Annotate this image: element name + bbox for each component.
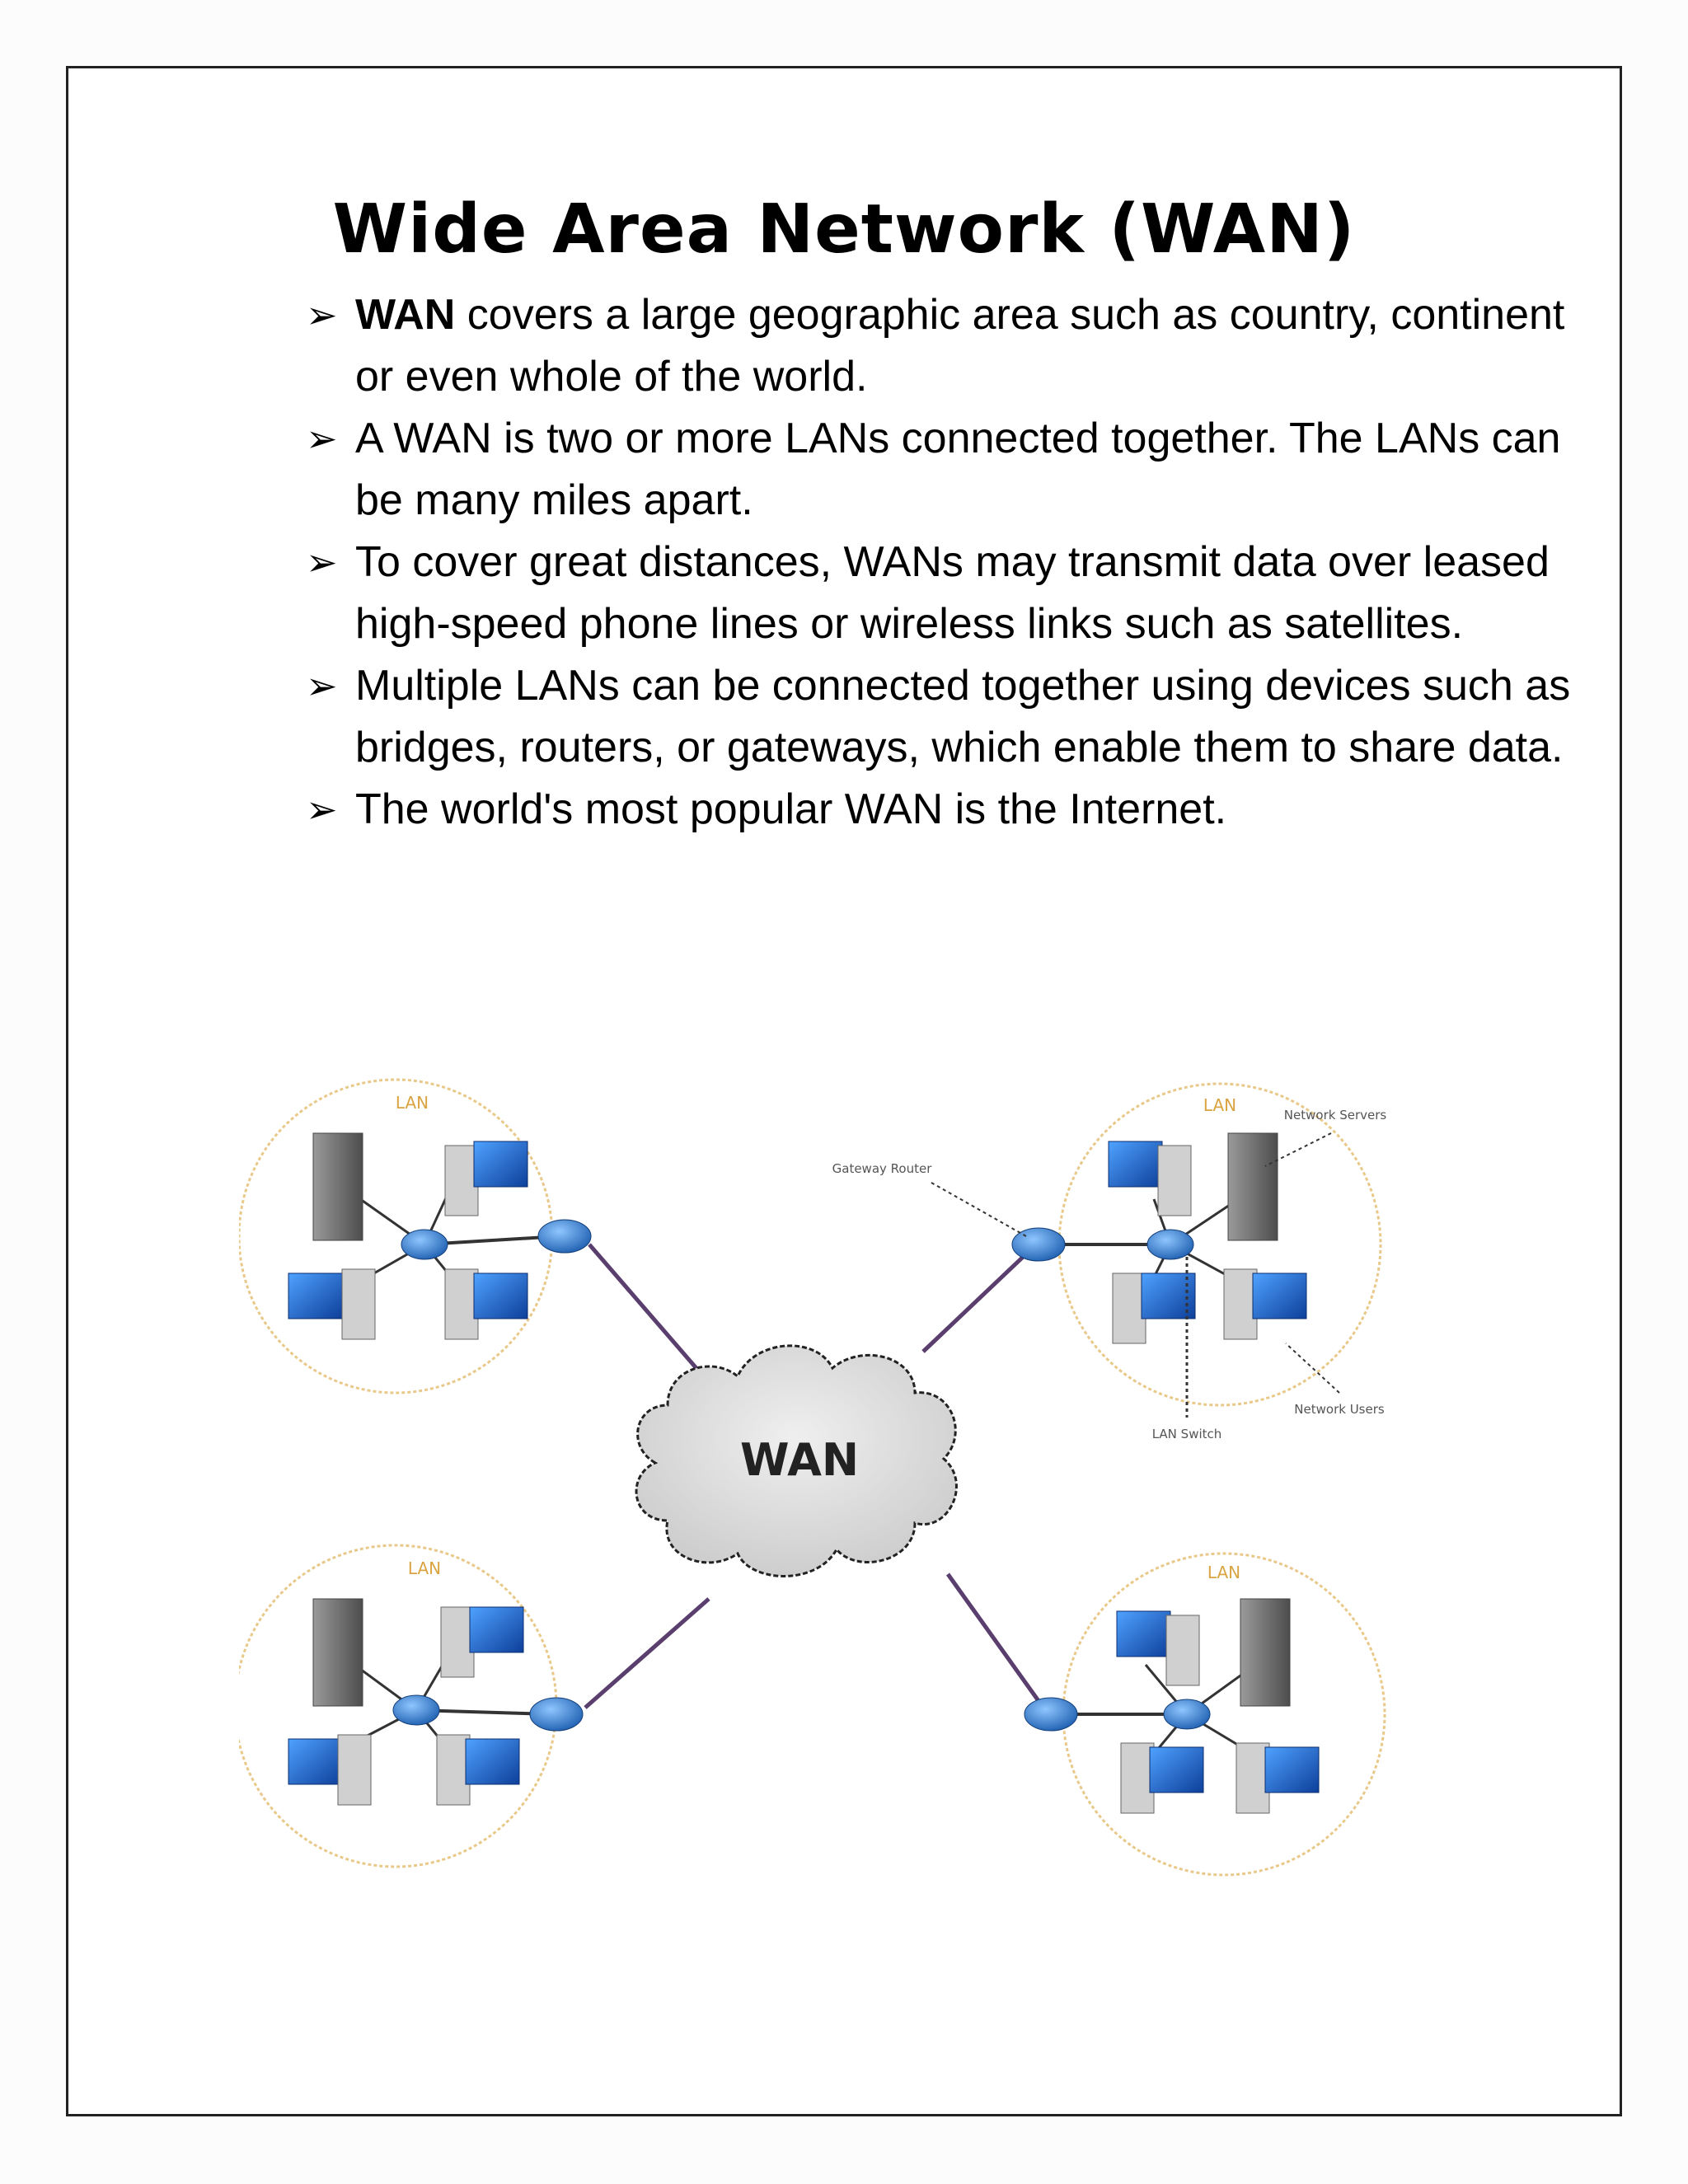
monitor-icon xyxy=(1108,1141,1163,1188)
lan-switch-icon xyxy=(401,1229,448,1260)
lan-cluster-top-left: LAN xyxy=(239,1078,592,1394)
callout-gateway-router: Gateway Router xyxy=(832,1161,933,1176)
server-icon xyxy=(1227,1132,1278,1241)
bullet-list: ➢ WAN covers a large geographic area such… xyxy=(306,284,1592,841)
wan-link xyxy=(945,1572,1048,1712)
wan-link xyxy=(921,1244,1036,1353)
monitor-icon xyxy=(473,1272,528,1319)
desktop-tower-icon xyxy=(1157,1145,1192,1216)
bullet-item: ➢ Multiple LANs can be connected together… xyxy=(306,655,1592,779)
desktop-tower-icon xyxy=(337,1734,372,1806)
lan-label: LAN xyxy=(408,1558,441,1578)
callout-network-users: Network Users xyxy=(1294,1402,1385,1417)
lan-cluster-bottom-right: LAN xyxy=(1024,1552,1386,1877)
monitor-icon xyxy=(469,1606,524,1653)
bullet-text: A WAN is two or more LANs connected toge… xyxy=(355,415,1561,524)
monitor-icon xyxy=(288,1738,343,1785)
server-icon xyxy=(312,1598,363,1707)
gateway-router-icon xyxy=(537,1219,592,1254)
wan-diagram: WAN LAN LAN xyxy=(239,1078,1387,1877)
bullet-text: Multiple LANs can be connected together … xyxy=(355,662,1571,771)
lan-cluster-bottom-left: LAN xyxy=(239,1544,584,1868)
gateway-router-icon xyxy=(1024,1697,1078,1732)
lan-switch-icon xyxy=(1146,1229,1194,1260)
monitor-icon xyxy=(465,1738,520,1785)
arrow-bullet-icon: ➢ xyxy=(306,664,338,707)
monitor-icon xyxy=(288,1272,343,1319)
bullet-item: ➢ WAN covers a large geographic area such… xyxy=(306,284,1592,408)
wan-cloud: WAN xyxy=(635,1344,958,1577)
page-title: Wide Area Network (WAN) xyxy=(332,190,1356,269)
bullet-item: ➢ The world's most popular WAN is the Int… xyxy=(306,779,1592,841)
callout-network-servers: Network Servers xyxy=(1284,1108,1387,1122)
desktop-tower-icon xyxy=(341,1268,376,1340)
lan-switch-icon xyxy=(392,1694,440,1726)
wan-links xyxy=(584,1243,1048,1712)
monitor-icon xyxy=(473,1141,528,1188)
desktop-tower-icon xyxy=(1223,1268,1258,1340)
wan-link xyxy=(584,1597,710,1709)
lan-label: LAN xyxy=(396,1093,429,1113)
monitor-icon xyxy=(1252,1272,1307,1319)
server-icon xyxy=(1240,1598,1291,1707)
arrow-bullet-icon: ➢ xyxy=(306,417,338,460)
wan-cloud-label: WAN xyxy=(740,1434,859,1486)
arrow-bullet-icon: ➢ xyxy=(306,788,338,831)
lan-cluster-top-right: LAN Gateway Router Network Servers Netwo… xyxy=(832,1082,1387,1441)
bullet-bold-term: WAN xyxy=(355,291,456,339)
bullet-item: ➢ To cover great distances, WANs may tran… xyxy=(306,532,1592,655)
desktop-tower-icon xyxy=(444,1145,479,1216)
arrow-bullet-icon: ➢ xyxy=(306,293,338,336)
desktop-tower-icon xyxy=(1120,1742,1155,1814)
lan-switch-icon xyxy=(1163,1699,1211,1730)
desktop-tower-icon xyxy=(1112,1272,1146,1344)
desktop-tower-icon xyxy=(444,1268,479,1340)
callout-lan-switch: LAN Switch xyxy=(1152,1427,1222,1441)
bullet-item: ➢ A WAN is two or more LANs connected tog… xyxy=(306,408,1592,532)
monitor-icon xyxy=(1264,1746,1320,1793)
monitor-icon xyxy=(1149,1746,1204,1793)
bullet-text: To cover great distances, WANs may trans… xyxy=(355,538,1550,648)
bullet-text: covers a large geographic area such as c… xyxy=(355,291,1565,401)
lan-label: LAN xyxy=(1207,1563,1240,1582)
gateway-router-icon xyxy=(529,1697,584,1732)
desktop-tower-icon xyxy=(1236,1742,1270,1814)
arrow-bullet-icon: ➢ xyxy=(306,541,338,583)
server-icon xyxy=(312,1132,363,1241)
desktop-tower-icon xyxy=(436,1734,471,1806)
desktop-tower-icon xyxy=(1165,1615,1200,1686)
lan-label: LAN xyxy=(1203,1095,1236,1115)
monitor-icon xyxy=(1116,1610,1171,1657)
bullet-text: The world's most popular WAN is the Inte… xyxy=(355,785,1227,833)
desktop-tower-icon xyxy=(440,1606,475,1678)
